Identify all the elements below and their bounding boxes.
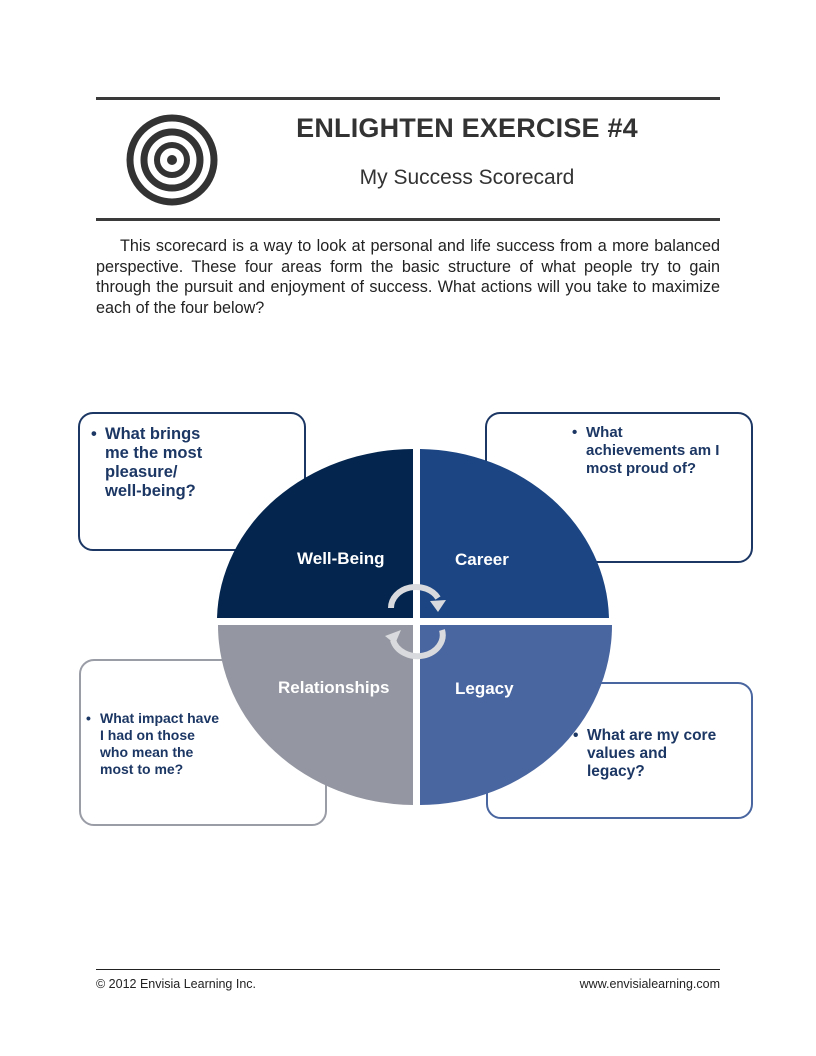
quadrant-label-career: Career [455, 550, 509, 569]
intro-paragraph: This scorecard is a way to look at perso… [96, 236, 720, 318]
question-legacy: •What are my core values and legacy? [573, 727, 717, 780]
quadrant-legacy [420, 625, 612, 805]
header-top-rule [96, 97, 720, 100]
question-relationships: •What impact have I had on those who mea… [86, 710, 220, 777]
bullet-icon: • [573, 727, 579, 744]
quadrant-well-being [217, 449, 413, 618]
question-well-being: •What brings me the most pleasure/ well-… [91, 425, 203, 500]
header-bottom-rule [96, 218, 720, 221]
quadrant-label-legacy: Legacy [455, 679, 514, 698]
target-icon [126, 114, 218, 206]
footer-copyright: © 2012 Envisia Learning Inc. [96, 977, 257, 991]
page-subtitle: My Success Scorecard [359, 166, 575, 189]
bullet-icon: • [91, 425, 97, 443]
cycle-arrows-icon [388, 584, 446, 660]
quadrant-career [420, 449, 609, 618]
question-career: •What achievements am I most proud of? [572, 424, 720, 477]
arrow-head-right-icon [430, 600, 446, 612]
quadrant-relationships [218, 625, 413, 805]
intro-text: This scorecard is a way to look at perso… [96, 237, 720, 317]
bullet-icon: • [86, 710, 91, 726]
footer-website-link[interactable]: www.envisialearning.com [579, 977, 720, 991]
footer-rule [96, 969, 720, 970]
page-title: ENLIGHTEN EXERCISE #4 [296, 113, 638, 143]
bullet-icon: • [572, 424, 578, 441]
arrow-head-left-icon [385, 630, 401, 644]
quadrant-label-relationships: Relationships [278, 678, 390, 697]
quadrant-label-well-being: Well-Being [297, 549, 385, 568]
